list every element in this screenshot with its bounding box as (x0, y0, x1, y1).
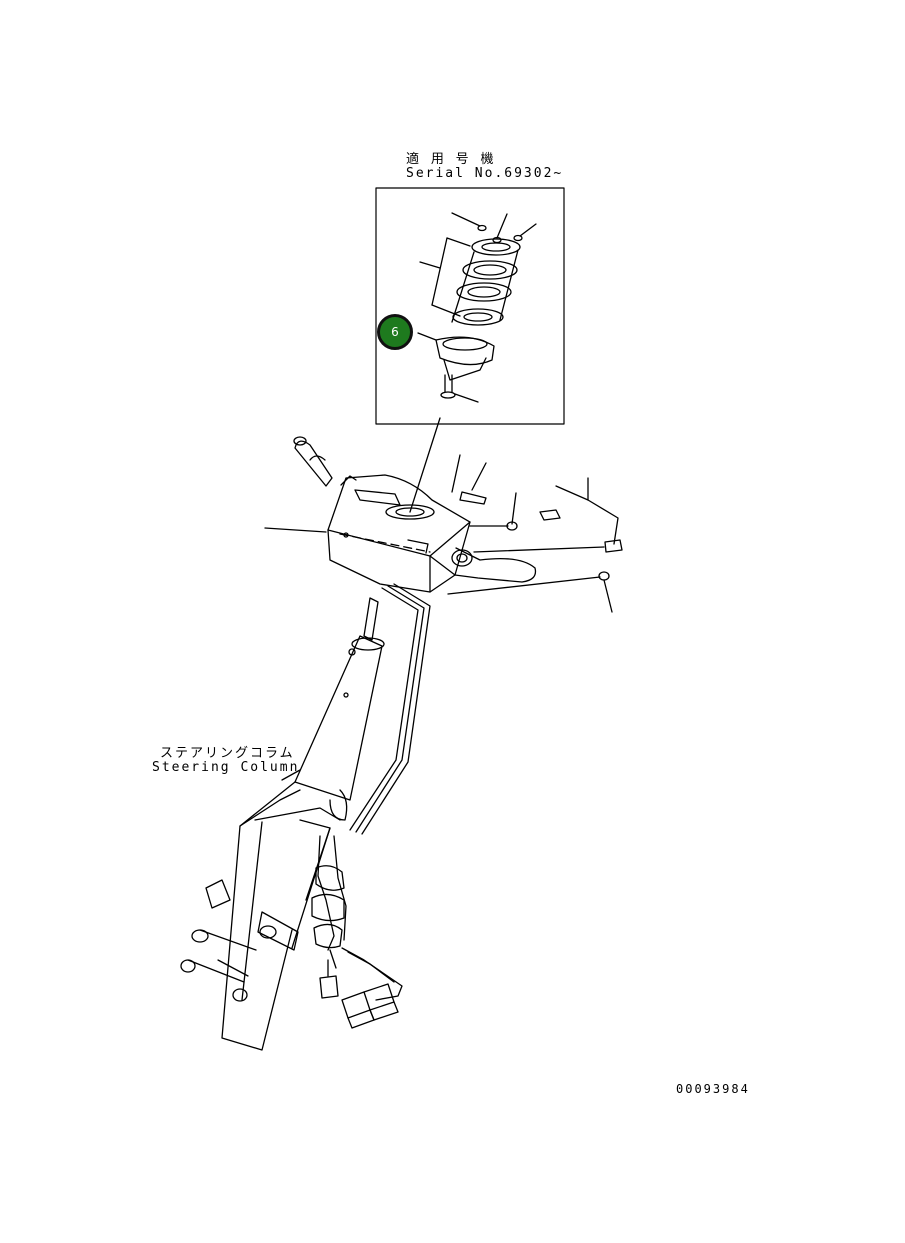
drawing-number: 00093984 (676, 1082, 750, 1096)
steering-column-label-jp: ステアリングコラム (160, 746, 295, 761)
switch-screws (447, 454, 623, 613)
serial-number-text: Serial No.69302~ (406, 166, 564, 181)
inset-leader (409, 417, 441, 513)
part-callout-number: 6 (391, 325, 399, 339)
part-callout-6[interactable]: 6 (377, 314, 413, 350)
wiring-harness (311, 583, 431, 1029)
steering-column (180, 597, 385, 1051)
inset-parts (417, 212, 537, 403)
inset-frame (375, 187, 565, 425)
applicable-serial-label: 適 用 号 機 (406, 152, 496, 167)
combination-switch (264, 436, 537, 593)
steering-column-label-en: Steering Column (152, 760, 300, 775)
